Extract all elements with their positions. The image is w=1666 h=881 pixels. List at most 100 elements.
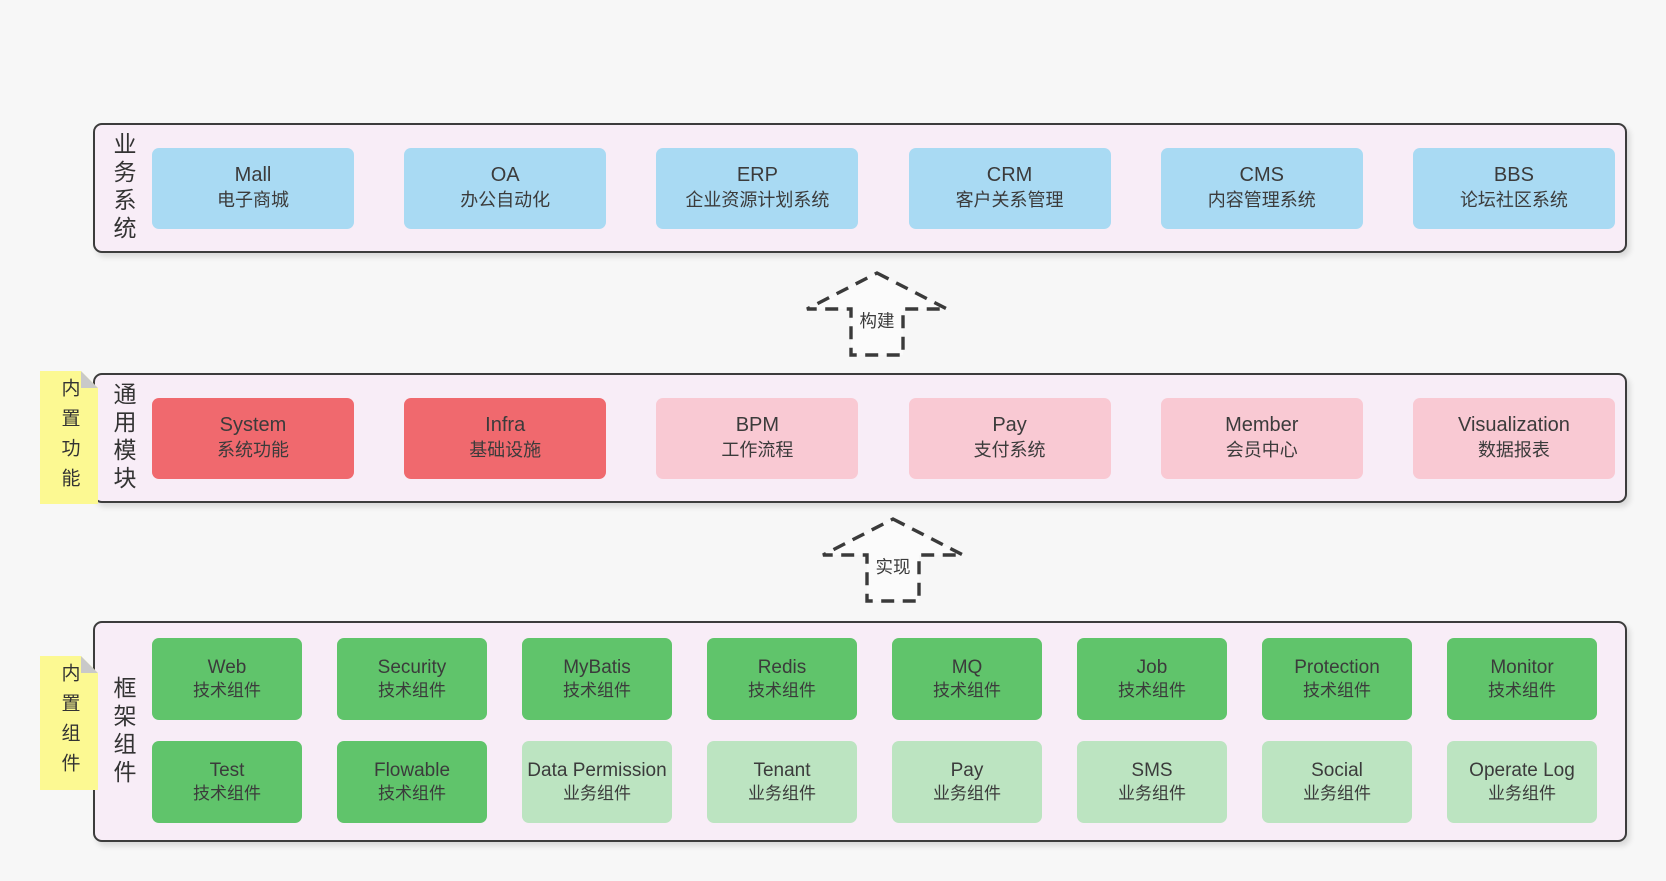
- box-subtitle: 支付系统: [973, 440, 1046, 460]
- box-title: Redis: [757, 657, 807, 678]
- box-title: ERP: [736, 164, 778, 186]
- box-title: Test: [209, 760, 245, 781]
- implement-arrow-label: 实现: [876, 557, 911, 577]
- box-title: BPM: [735, 414, 780, 436]
- band-framework-components: 框架组件 Web 技术组件 Security 技术组件 MyBatis 技术组件…: [93, 621, 1627, 842]
- box-subtitle: 电子商城: [217, 190, 289, 210]
- box-subtitle: 技术组件: [378, 784, 446, 803]
- box-mybatis: MyBatis 技术组件: [522, 638, 672, 720]
- band-label-common-modules: 通用模块: [110, 382, 136, 494]
- implement-arrow: 实现: [822, 517, 964, 603]
- box-title: MQ: [951, 657, 983, 678]
- sticky-built-in-features: 内置功能: [40, 371, 98, 504]
- box-subtitle: 业务组件: [1303, 784, 1371, 803]
- box-subtitle: 工作流程: [721, 440, 794, 460]
- box-web: Web 技术组件: [152, 638, 302, 720]
- box-subtitle: 技术组件: [1303, 681, 1371, 700]
- framework-components-grid: Web 技术组件 Security 技术组件 MyBatis 技术组件 Redi…: [152, 623, 1597, 840]
- box-tenant: Tenant 业务组件: [707, 741, 857, 823]
- box-bbs: BBS 论坛社区系统: [1412, 147, 1615, 229]
- band-business-systems: 业务系统 Mall 电子商城 OA 办公自动化 ERP 企业资源计划系统 CRM…: [93, 123, 1627, 253]
- box-subtitle: 业务组件: [1488, 784, 1556, 803]
- box-mq: MQ 技术组件: [892, 638, 1042, 720]
- box-subtitle: 业务组件: [563, 784, 631, 803]
- box-mall: Mall 电子商城: [152, 147, 354, 229]
- box-subtitle: 技术组件: [563, 681, 631, 700]
- box-title: Infra: [485, 414, 526, 436]
- box-title: Web: [207, 657, 247, 678]
- build-arrow: 构建: [806, 271, 948, 357]
- box-erp: ERP 企业资源计划系统: [656, 147, 859, 229]
- tech-components-row: Web 技术组件 Security 技术组件 MyBatis 技术组件 Redi…: [152, 638, 1597, 720]
- box-subtitle: 业务组件: [1118, 784, 1186, 803]
- box-title: Visualization: [1457, 414, 1570, 436]
- box-subtitle: 论坛社区系统: [1459, 190, 1568, 210]
- sticky-label: 内置组件: [58, 663, 80, 783]
- box-cms: CMS 内容管理系统: [1160, 147, 1363, 229]
- box-title: Operate Log: [1469, 760, 1575, 781]
- box-flowable: Flowable 技术组件: [337, 741, 487, 823]
- band-label-framework-components: 框架组件: [110, 675, 136, 788]
- box-monitor: Monitor 技术组件: [1447, 638, 1597, 720]
- box-security: Security 技术组件: [337, 638, 487, 720]
- box-test: Test 技术组件: [152, 741, 302, 823]
- box-subtitle: 办公自动化: [460, 190, 551, 210]
- box-crm: CRM 客户关系管理: [908, 147, 1111, 229]
- box-title: MyBatis: [563, 657, 631, 678]
- band-common-modules: 通用模块 System 系统功能 Infra 基础设施 BPM 工作流程 Pay…: [93, 373, 1627, 503]
- box-subtitle: 企业资源计划系统: [685, 190, 830, 210]
- build-arrow-label: 构建: [860, 311, 895, 331]
- box-subtitle: 数据报表: [1477, 440, 1550, 460]
- box-visualization: Visualization 数据报表: [1412, 397, 1615, 479]
- box-oa: OA 办公自动化: [404, 147, 607, 229]
- box-subtitle: 系统功能: [217, 440, 289, 460]
- box-bpm: BPM 工作流程: [656, 397, 859, 479]
- box-title: Data Permission: [527, 760, 667, 781]
- box-social: Social 业务组件: [1262, 741, 1412, 823]
- box-sms: SMS 业务组件: [1077, 741, 1227, 823]
- box-title: Pay: [992, 414, 1027, 436]
- box-data-permission: Data Permission 业务组件: [522, 741, 672, 823]
- box-subtitle: 技术组件: [933, 681, 1001, 700]
- sticky-built-in-components: 内置组件: [40, 656, 98, 790]
- business-components-row: Test 技术组件 Flowable 技术组件 Data Permission …: [152, 741, 1597, 823]
- box-title: System: [219, 414, 287, 436]
- box-subtitle: 业务组件: [748, 784, 816, 803]
- box-title: CRM: [986, 164, 1033, 186]
- box-title: OA: [490, 164, 520, 186]
- box-title: Security: [377, 657, 447, 678]
- box-title: Monitor: [1490, 657, 1554, 678]
- box-title: Tenant: [753, 760, 811, 781]
- box-pay-module: Pay 支付系统: [908, 397, 1111, 479]
- box-subtitle: 技术组件: [1118, 681, 1186, 700]
- box-subtitle: 技术组件: [748, 681, 816, 700]
- box-title: BBS: [1493, 164, 1534, 186]
- sticky-label: 内置功能: [58, 377, 80, 498]
- box-subtitle: 技术组件: [1488, 681, 1556, 700]
- box-protection: Protection 技术组件: [1262, 638, 1412, 720]
- box-pay-component: Pay 业务组件: [892, 741, 1042, 823]
- box-title: Protection: [1294, 657, 1380, 678]
- box-subtitle: 内容管理系统: [1207, 190, 1316, 210]
- box-subtitle: 基础设施: [469, 440, 542, 460]
- box-subtitle: 客户关系管理: [955, 190, 1064, 210]
- box-redis: Redis 技术组件: [707, 638, 857, 720]
- common-modules-row: System 系统功能 Infra 基础设施 BPM 工作流程 Pay 支付系统…: [152, 397, 1615, 479]
- box-title: Member: [1225, 414, 1299, 436]
- box-subtitle: 技术组件: [378, 681, 446, 700]
- box-title: SMS: [1131, 760, 1173, 781]
- box-subtitle: 技术组件: [193, 784, 261, 803]
- box-system: System 系统功能: [152, 397, 354, 479]
- box-operate-log: Operate Log 业务组件: [1447, 741, 1597, 823]
- box-title: Mall: [234, 164, 272, 186]
- box-title: CMS: [1239, 164, 1284, 186]
- business-systems-row: Mall 电子商城 OA 办公自动化 ERP 企业资源计划系统 CRM 客户关系…: [152, 147, 1615, 229]
- box-subtitle: 会员中心: [1225, 440, 1298, 460]
- box-title: Job: [1136, 657, 1168, 678]
- box-subtitle: 业务组件: [933, 784, 1001, 803]
- box-title: Flowable: [373, 760, 451, 781]
- band-label-business-systems: 业务系统: [110, 132, 136, 244]
- box-subtitle: 技术组件: [193, 681, 261, 700]
- box-title: Social: [1311, 760, 1363, 781]
